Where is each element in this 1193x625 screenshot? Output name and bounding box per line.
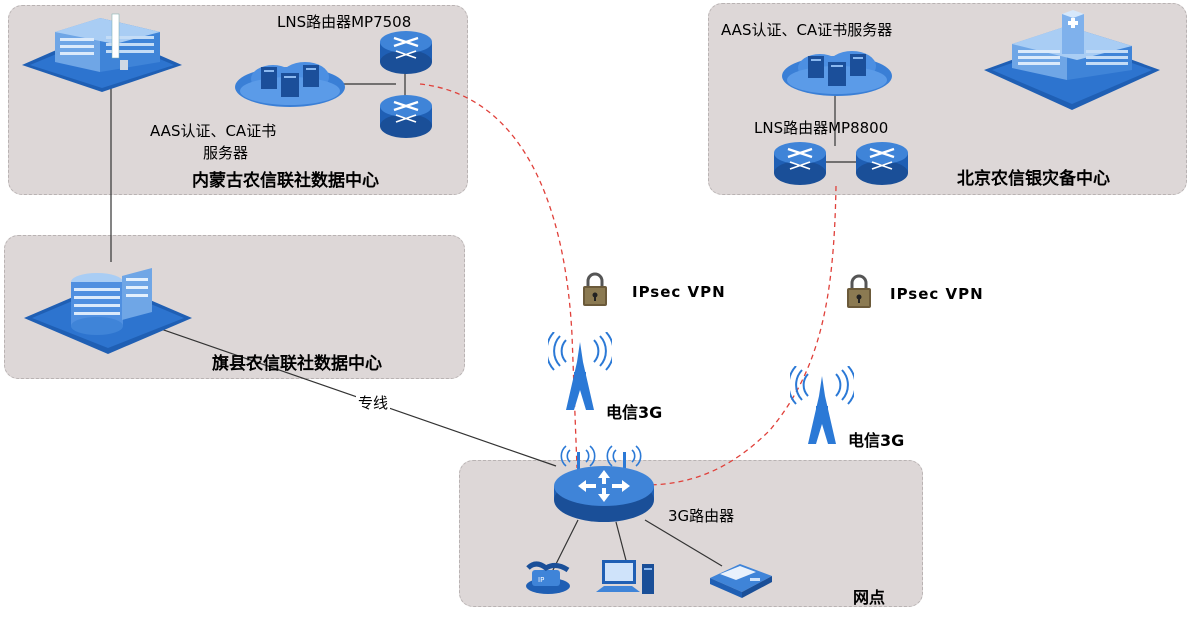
phone-icon: IP	[526, 561, 570, 594]
printer-icon	[710, 564, 772, 598]
3g-router-label: 3G路由器	[668, 507, 735, 525]
zone-branch-title: 网点	[853, 588, 886, 607]
vpn-label-right: IPsec VPN	[890, 285, 984, 303]
link-router-printer	[644, 519, 723, 567]
zone-bj-title: 北京农信银灾备中心	[957, 169, 1110, 189]
router-icon	[774, 142, 826, 185]
leased-line-label: 专线	[356, 394, 391, 412]
vpn-link-right	[644, 185, 837, 486]
tower-label-left: 电信3G	[606, 403, 663, 422]
router-icon	[380, 31, 432, 74]
datacenter-building-icon	[22, 13, 182, 92]
backup-center-building-icon	[984, 10, 1160, 110]
3g-router-icon	[554, 445, 654, 522]
radio-tower-icon	[790, 366, 854, 444]
zone-nmg-title: 内蒙古农信联社数据中心	[192, 171, 379, 191]
padlock-icon	[847, 274, 871, 308]
radio-tower-icon	[548, 332, 612, 410]
router-icon	[856, 142, 908, 185]
vpn-link-left	[419, 83, 578, 469]
nmg-server-label-line1: AAS认证、CA证书	[150, 122, 277, 140]
router-icon	[380, 95, 432, 138]
county-datacenter-building-icon	[24, 268, 192, 354]
nmg-router-label: LNS路由器MP7508	[277, 13, 412, 31]
nmg-server-label-line2: 服务器	[203, 144, 249, 162]
bj-server-label: AAS认证、CA证书服务器	[721, 21, 893, 39]
link-leased-line	[111, 311, 557, 467]
server-cloud-icon	[782, 51, 892, 96]
padlock-icon	[583, 272, 607, 306]
zone-qx-title: 旗县农信联社数据中心	[212, 354, 382, 374]
bj-router-label: LNS路由器MP8800	[754, 119, 889, 137]
tower-label-right: 电信3G	[848, 431, 905, 450]
svg-text:IP: IP	[538, 576, 544, 584]
pc-icon	[596, 560, 654, 594]
server-cloud-icon	[235, 62, 345, 107]
vpn-label-left: IPsec VPN	[632, 283, 726, 301]
